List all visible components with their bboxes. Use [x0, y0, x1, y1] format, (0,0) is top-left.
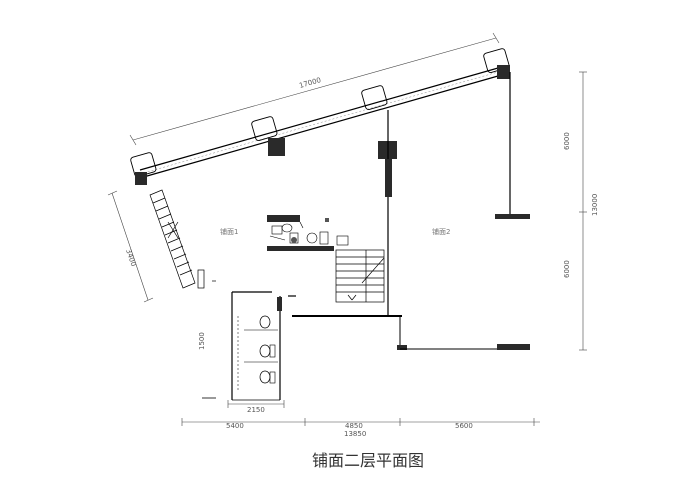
- dim-bottom-mid: 4850: [345, 422, 363, 430]
- dim-bottom-right: 5600: [455, 422, 473, 430]
- dim-bottom-total: 13850: [344, 430, 366, 438]
- dim-bottom-left: 5400: [226, 422, 244, 430]
- central-staircase: [335, 249, 385, 303]
- top-slanted-wall: [139, 65, 506, 179]
- left-staircase: [149, 189, 216, 289]
- dim-right-total: 13000: [591, 194, 599, 216]
- room-label-left: 铺面1: [220, 227, 238, 236]
- toilet-block: [202, 291, 296, 401]
- toilet-dimensions: [227, 400, 285, 408]
- central-column: [385, 110, 392, 216]
- column: [497, 65, 510, 79]
- room-label-right: 铺面2: [432, 227, 450, 236]
- structural-columns: [135, 65, 510, 185]
- column: [268, 138, 285, 156]
- dim-toilet-width: 2150: [247, 406, 265, 414]
- bottom-dimension: [181, 418, 540, 426]
- floor-edges: [292, 315, 530, 350]
- top-dimension: [129, 32, 500, 146]
- dim-toilet-height: 1500: [198, 332, 206, 350]
- drawing-title: 铺面二层平面图: [312, 451, 424, 470]
- right-vertical-dimension: [579, 71, 587, 351]
- column: [135, 172, 147, 185]
- dim-right-lower: 6000: [563, 260, 571, 278]
- dim-left-stair: 3400: [124, 248, 137, 267]
- counter-fixtures: [267, 215, 349, 251]
- column-bumps: [130, 48, 510, 177]
- left-stair-dimension: [107, 190, 154, 303]
- dim-right-upper: 6000: [563, 132, 571, 150]
- right-column-wall: [495, 72, 530, 219]
